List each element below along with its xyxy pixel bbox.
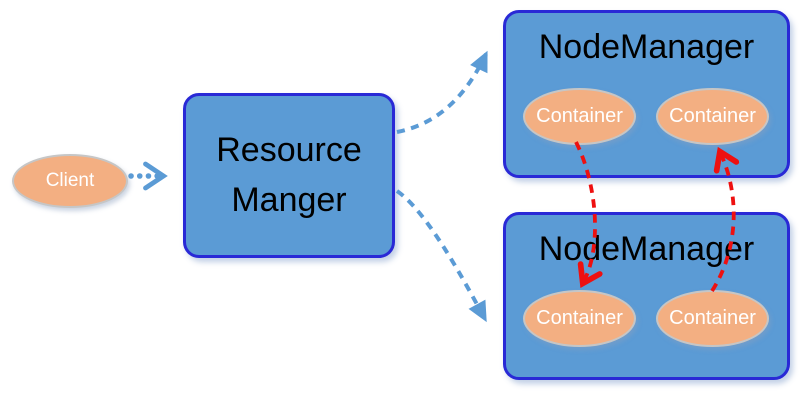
container-label: Container <box>536 105 623 127</box>
container-label: Container <box>536 307 623 329</box>
container-node-bottom-right: Container <box>656 290 769 347</box>
edge-resource-manager-to-node-manager-top <box>396 50 488 134</box>
container-node-top-left: Container <box>523 88 636 145</box>
resource-manager-title-line2: Manger <box>231 180 347 219</box>
resource-manager-node: Resource Manger <box>183 93 395 258</box>
client-node: Client <box>12 154 128 208</box>
node-manager-top: NodeManager Container Container <box>503 10 790 178</box>
client-label: Client <box>45 170 95 191</box>
node-manager-bottom-title: NodeManager <box>538 230 755 268</box>
resource-manager-title: Resource Manger <box>216 126 362 225</box>
node-manager-bottom: NodeManager Container Container <box>503 212 790 380</box>
container-node-top-right: Container <box>656 88 769 145</box>
container-label: Container <box>669 105 756 127</box>
node-manager-top-title: NodeManager <box>538 28 755 66</box>
container-node-bottom-left: Container <box>523 290 636 347</box>
container-label: Container <box>669 307 756 329</box>
resource-manager-title-line1: Resource <box>216 131 362 170</box>
edge-resource-manager-to-node-manager-bottom <box>395 189 487 323</box>
